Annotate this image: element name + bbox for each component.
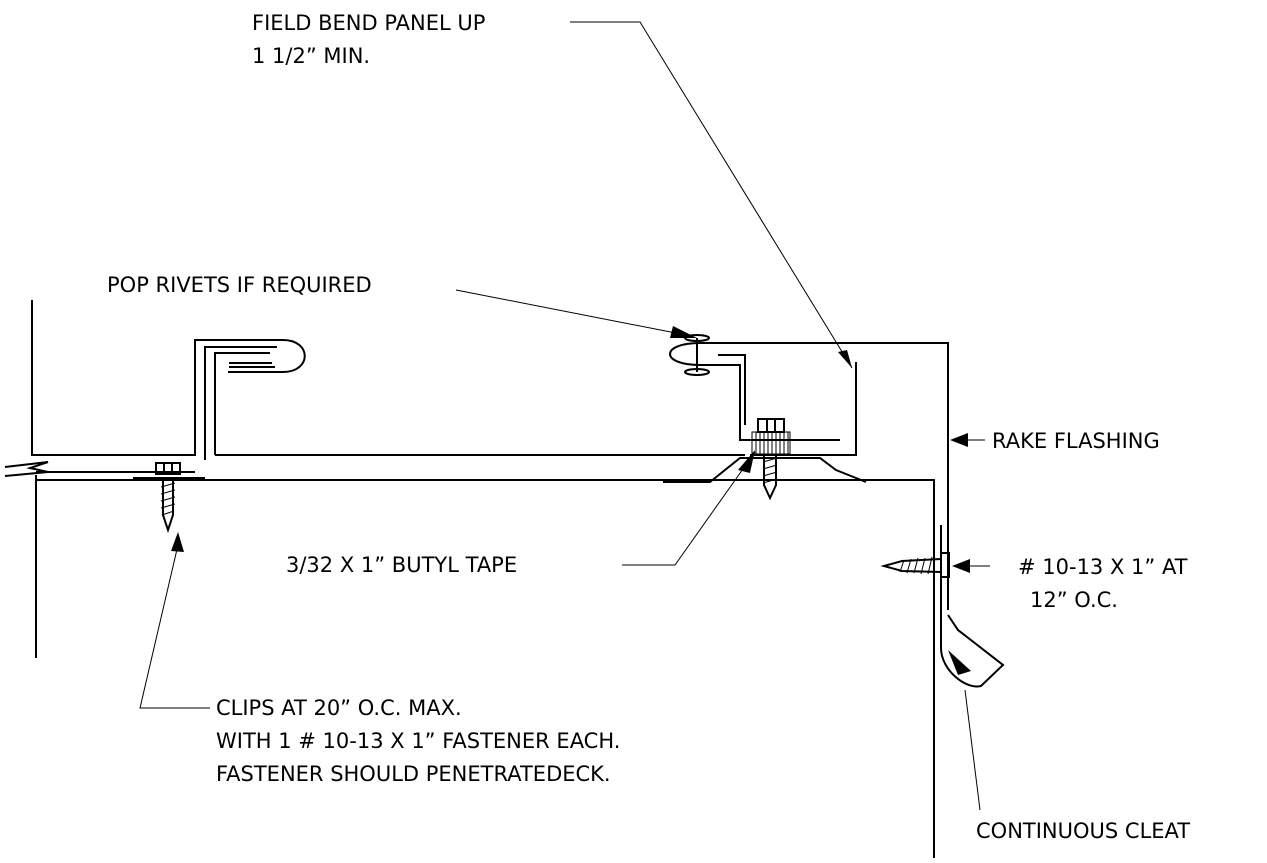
cleat-and-fastener (880, 525, 1005, 688)
continuous-cleat-label: CONTINUOUS CLEAT (976, 819, 1190, 843)
clips-label-line3: FASTENER SHOULD PENETRATEDECK. (216, 762, 611, 786)
field-bend-label-line2: 1 1/2” MIN. (252, 44, 370, 68)
leaders (139, 21, 990, 811)
rake-flashing-label: RAKE FLASHING (992, 429, 1160, 453)
callout-labels: FIELD BEND PANEL UP 1 1/2” MIN. POP RIVE… (107, 11, 1190, 843)
fastener-label-line1: # 10-13 X 1” AT (1018, 555, 1188, 579)
pop-rivets-label: POP RIVETS IF REQUIRED (107, 273, 372, 297)
right-metal-panel (669, 334, 949, 610)
clips-label-line2: WITH 1 # 10-13 X 1” FASTENER EACH. (216, 729, 620, 753)
butyl-tape-label: 3/32 X 1” BUTYL TAPE (286, 553, 517, 577)
clip-fastener (133, 462, 205, 534)
left-metal-panel (31, 300, 745, 460)
roof-deck (4, 461, 935, 858)
field-bend-label-line1: FIELD BEND PANEL UP (252, 11, 485, 35)
fastener-label-line2: 12” O.C. (1030, 588, 1118, 612)
butyl-tape-and-screw (663, 418, 867, 501)
clips-label-line1: CLIPS AT 20” O.C. MAX. (216, 696, 462, 720)
